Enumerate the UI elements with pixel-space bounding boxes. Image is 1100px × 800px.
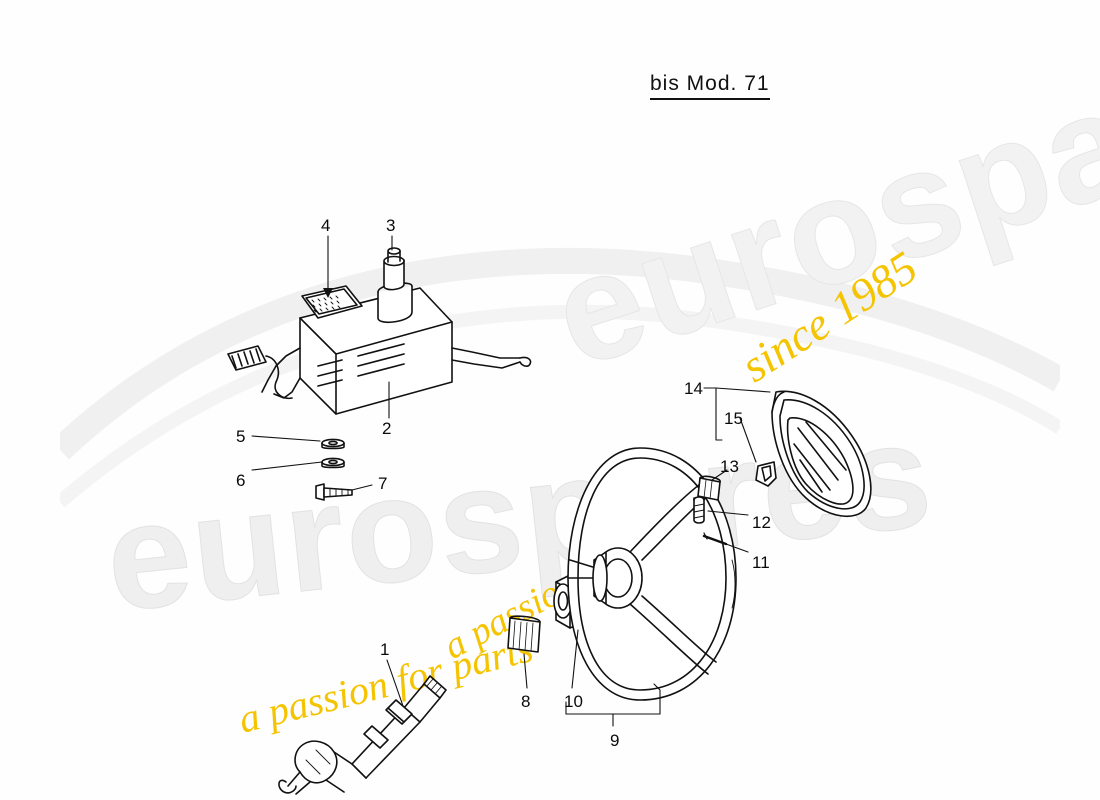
callout-5: 5: [236, 427, 246, 446]
callout-2: 2: [382, 419, 392, 438]
part-washer: [321, 438, 345, 450]
part-lock-washer: [321, 457, 345, 469]
part-steering-shaft-universal-joint: [278, 675, 447, 795]
part-ignition-switch-cylinder: [383, 247, 405, 291]
callout-11: 11: [752, 553, 770, 572]
leader-lines: [251, 235, 771, 727]
callout-3: 3: [386, 216, 396, 235]
callout-8: 8: [521, 692, 531, 711]
callout-12: 12: [752, 513, 771, 532]
diagram-title: bis Mod. 71: [650, 72, 770, 95]
callout-7: 7: [378, 474, 388, 493]
part-contact-ring: [697, 475, 721, 501]
callout-4: 4: [321, 216, 331, 235]
callout-10: 10: [564, 692, 583, 711]
part-pin: [702, 532, 728, 546]
callout-9: 9: [610, 731, 620, 750]
callout-14: 14: [684, 379, 703, 398]
callout-1: 1: [380, 640, 390, 659]
callout-13: 13: [720, 457, 739, 476]
diagram-title-underline: [650, 98, 770, 100]
part-bush: [507, 615, 541, 653]
part-shear-bolt: [315, 483, 353, 501]
callout-15: 15: [724, 409, 743, 428]
part-horn-button-pad: [771, 390, 872, 517]
part-steering-lock-housing: [227, 282, 532, 415]
part-clip: [755, 461, 777, 487]
part-spring: [693, 496, 705, 524]
callout-6: 6: [236, 471, 246, 490]
